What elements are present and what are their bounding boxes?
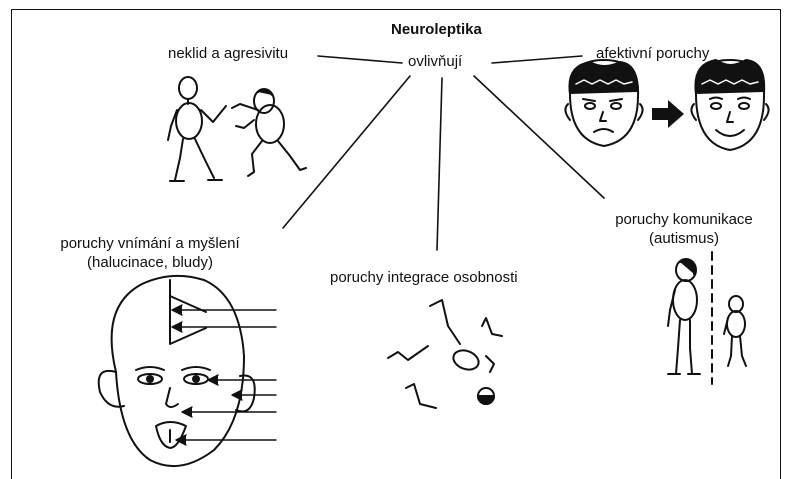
adult-figure <box>668 259 700 374</box>
scattered-body-parts <box>388 300 502 408</box>
label-communication-line2: (autismus) <box>596 229 772 248</box>
connector-lines <box>283 56 604 250</box>
communication-figures <box>668 252 746 384</box>
happy-face <box>691 60 768 150</box>
label-communication-line1: poruchy komunikace <box>596 210 772 229</box>
label-affective: afektivní poruchy <box>596 44 709 63</box>
perception-head <box>99 276 276 466</box>
connector-integration <box>437 78 442 250</box>
connector-agitation <box>318 56 402 63</box>
fighting-figures <box>168 77 306 181</box>
label-integration: poruchy integrace osobnosti <box>330 268 518 287</box>
sad-face <box>565 60 642 146</box>
diagram-title: Neuroleptika <box>391 20 482 39</box>
connector-perception <box>283 76 410 228</box>
standing-figure <box>168 77 226 181</box>
child-figure <box>724 296 746 366</box>
affective-faces <box>565 60 768 150</box>
label-communication: poruchy komunikace (autismus) <box>596 210 772 248</box>
diagram-subtitle: ovlivňují <box>408 52 462 71</box>
label-perception: poruchy vnímání a myšlení (halucinace, b… <box>26 234 274 272</box>
arrow-icon <box>652 100 684 128</box>
attacking-figure <box>232 89 306 176</box>
connector-affective <box>492 56 582 63</box>
label-agitation: neklid a agresivitu <box>168 44 288 63</box>
label-perception-line2: (halucinace, bludy) <box>26 253 274 272</box>
label-perception-line1: poruchy vnímání a myšlení <box>26 234 274 253</box>
